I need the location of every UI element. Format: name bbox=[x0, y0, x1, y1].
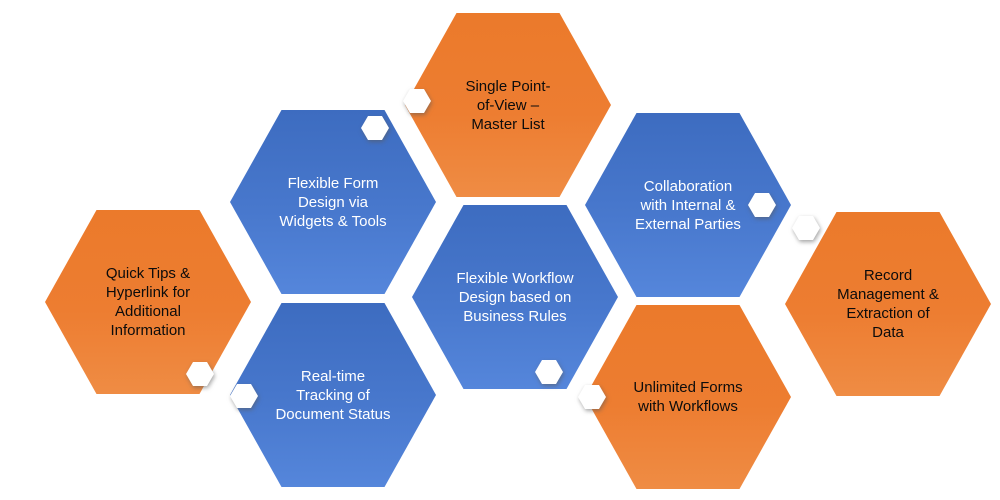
hexagon-label: Flexible Workflow Design based on Busine… bbox=[456, 269, 574, 325]
hexagon-label: Real-time Tracking of Document Status bbox=[275, 367, 391, 423]
small-hexagon-icon bbox=[230, 384, 258, 408]
hexagon-shape bbox=[230, 110, 436, 294]
small-hexagon-icon bbox=[186, 362, 214, 386]
hexagon-label: Quick Tips & Hyperlink for Additional In… bbox=[105, 265, 191, 339]
hexagon-collaboration: Collaboration with Internal & External P… bbox=[585, 113, 791, 297]
hexagon-single-point-of-view: Single Point- of-View – Master List bbox=[403, 13, 611, 197]
small-hexagon-icon bbox=[535, 360, 563, 384]
hexagon-real-time-tracking: Real-time Tracking of Document Status bbox=[230, 303, 436, 487]
hexagon-unlimited-forms: Unlimited Forms with Workflows bbox=[578, 305, 791, 489]
small-hexagon-icon bbox=[578, 385, 606, 409]
hexagon-shape bbox=[230, 303, 436, 487]
hexagon-label: Unlimited Forms with Workflows bbox=[633, 379, 743, 415]
small-hexagon-icon bbox=[748, 193, 776, 217]
hexagon-label: Flexible Form Design via Widgets & Tools bbox=[279, 174, 387, 230]
small-hexagon-icon bbox=[361, 116, 389, 140]
small-hexagon-icon bbox=[792, 216, 820, 240]
hexagon-flexible-form-design: Flexible Form Design via Widgets & Tools bbox=[230, 110, 436, 294]
hexagon-flexible-workflow-design: Flexible Workflow Design based on Busine… bbox=[412, 205, 618, 389]
hexagon-quick-tips: Quick Tips & Hyperlink for Additional In… bbox=[45, 210, 251, 394]
small-hexagon-icon bbox=[403, 89, 431, 113]
hexagon-label: Single Point- of-View – Master List bbox=[465, 77, 551, 133]
hexagon-label: Record Management & Extraction of Data bbox=[837, 267, 939, 341]
hexagon-label: Collaboration with Internal & External P… bbox=[635, 177, 741, 233]
hexagon-record-management: Record Management & Extraction of Data bbox=[785, 212, 991, 396]
